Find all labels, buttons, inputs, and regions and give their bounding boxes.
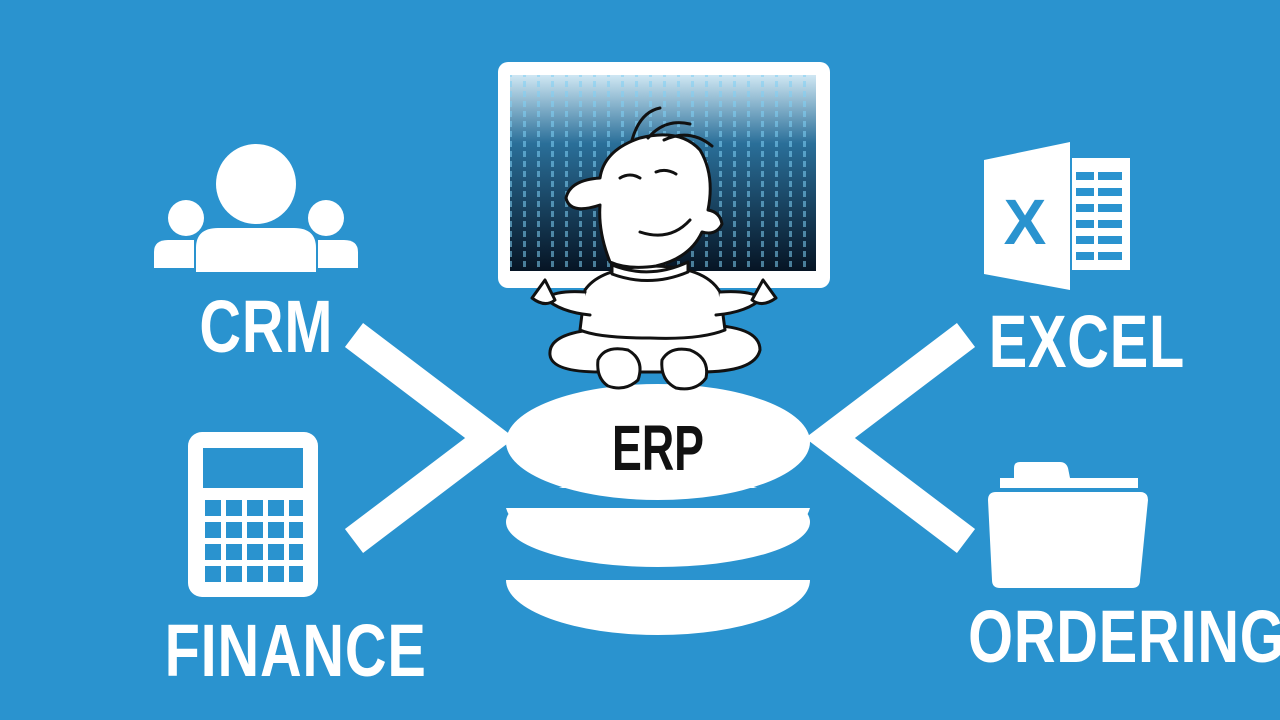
arrow-left-chevron (344, 323, 515, 553)
ordering-label: ORDERING (968, 595, 1280, 678)
finance-label: FINANCE (164, 609, 427, 692)
excel-icon: X (984, 142, 1130, 290)
crm-label: CRM (199, 285, 334, 368)
users-group-icon (154, 144, 358, 272)
arrow-right-chevron (805, 323, 976, 553)
database-icon (506, 384, 810, 635)
meditating-man-icon (530, 106, 778, 391)
calculator-icon (188, 432, 318, 597)
erp-label: ERP (612, 412, 704, 484)
excel-label: EXCEL (988, 300, 1186, 383)
svg-text:X: X (1004, 186, 1047, 258)
folder-icon (988, 462, 1148, 588)
